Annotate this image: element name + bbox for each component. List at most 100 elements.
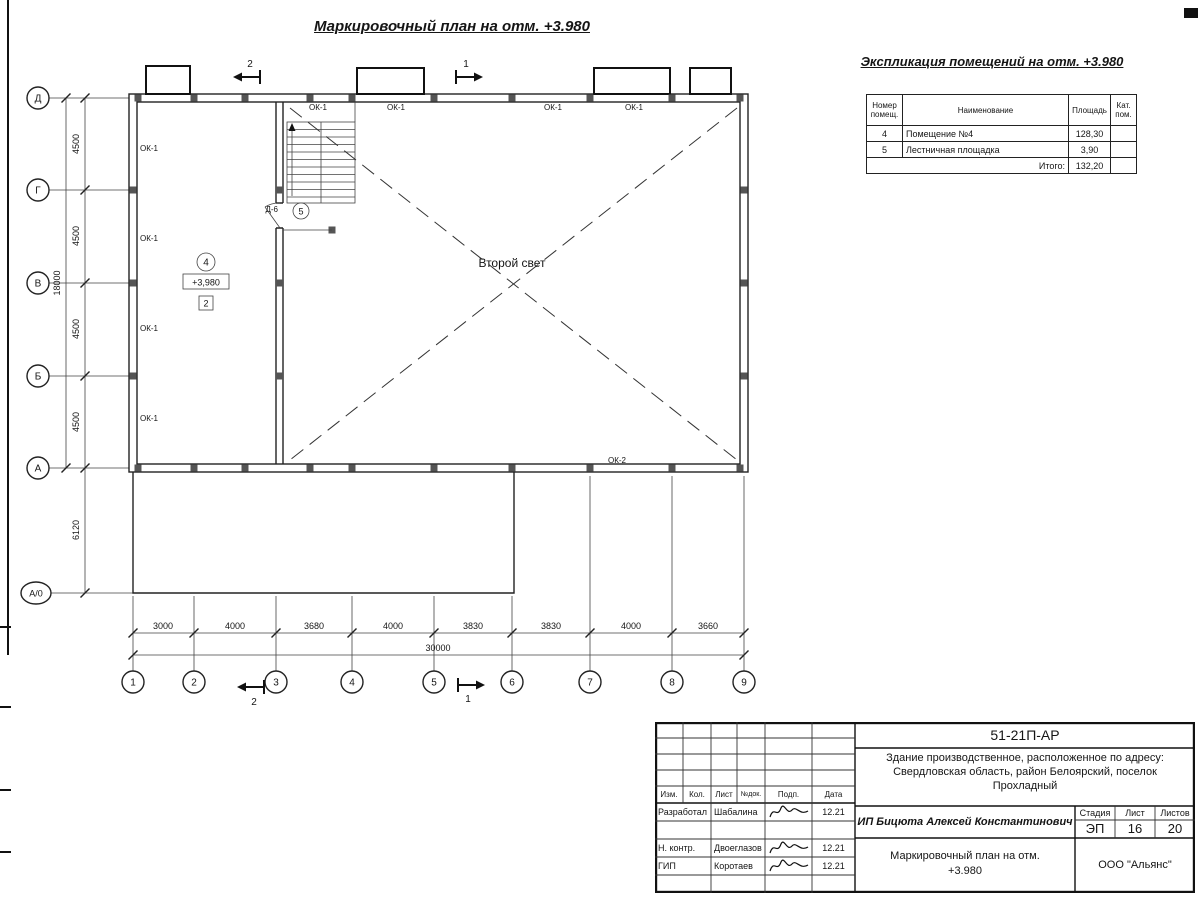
sheets-value: 20 [1167, 821, 1183, 836]
section-1-arrow-bottom [476, 680, 485, 690]
window-mark-ok1: ОК-1 [140, 234, 159, 243]
room-4-number: 4 [203, 258, 209, 269]
section-2-arrow-top [233, 72, 242, 82]
room-schedule-table: Номер помещ. Наименование Площадь Кат. п… [866, 94, 1137, 174]
title-block: 51-21П-АР Здание производственное, распо… [655, 722, 1195, 893]
double-height-void [289, 107, 738, 461]
second-light-label: Второй свет [478, 256, 546, 270]
axis-markers: Д Г В Б А А/0 1 2 3 4 5 6 7 8 9 [20, 86, 756, 694]
dim-left-4: 4500 [71, 412, 81, 432]
schedule-total-row: Итого: 132,20 [866, 157, 1137, 174]
schedule-col-num: Номер помещ. [866, 94, 903, 126]
axis-number-7: 7 [587, 678, 593, 689]
date-developer: 12.21 [822, 807, 845, 817]
drawing-title-line1: Маркировочный план на отм. [890, 850, 1040, 862]
window-mark-ok1: ОК-1 [140, 144, 159, 153]
dim-bottom-7: 4000 [621, 621, 641, 631]
room-number: 5 [866, 141, 903, 158]
schedule-col-name: Наименование [902, 94, 1069, 126]
schedule-col-cat: Кат. пом. [1110, 94, 1137, 126]
axis-letter-b: Б [35, 372, 42, 383]
axis-number-9: 9 [741, 678, 747, 689]
name-norm-control: Двоеглазов [714, 843, 762, 853]
room-number: 4 [866, 125, 903, 142]
col-list: Лист [715, 790, 733, 799]
dim-bottom-3: 3680 [304, 621, 324, 631]
section-2-label-top: 2 [247, 59, 253, 70]
signature-gip [769, 859, 809, 872]
project-description-line1: Здание производственное, расположенное п… [886, 752, 1164, 764]
stair-direction-arrow [288, 123, 296, 131]
section-1-arrow-top [474, 72, 483, 82]
axis-number-1: 1 [130, 678, 136, 689]
sheet-value: 16 [1127, 821, 1143, 836]
signature-developer [769, 805, 809, 818]
axis-number-3: 3 [273, 678, 279, 689]
col-data: Дата [824, 790, 843, 799]
axis-number-6: 6 [509, 678, 515, 689]
dim-left-3: 4500 [71, 319, 81, 339]
date-gip: 12.21 [822, 861, 845, 871]
dim-bottom-4: 4000 [383, 621, 403, 631]
door-d6 [264, 202, 281, 229]
axis-number-2: 2 [191, 678, 197, 689]
name-gip: Коротаев [714, 861, 753, 871]
stage-label: Стадия [1079, 808, 1111, 818]
dimension-labels: 4500 4500 4500 4500 18000 6120 3000 4000… [52, 134, 718, 653]
window-mark-ok2: ОК-2 [608, 456, 627, 465]
room-category [1110, 125, 1137, 142]
name-developer: Шабалина [714, 807, 758, 817]
sheets-label: Листов [1160, 808, 1190, 818]
project-description-line2: Свердловская область, район Белоярский, … [893, 766, 1157, 778]
axis-letter-g: Г [35, 186, 41, 197]
elevation-mark: +3,980 [192, 278, 220, 288]
window-mark-ok1: ОК-1 [387, 103, 406, 112]
axis-letter-d: Д [35, 94, 42, 105]
room-5-number: 5 [298, 207, 303, 217]
role-developer: Разработал [658, 807, 707, 817]
room-name: Помещение №4 [902, 125, 1069, 142]
document-code: 51-21П-АР [990, 727, 1060, 743]
dim-left-2: 4500 [71, 226, 81, 246]
date-norm-control: 12.21 [822, 843, 845, 853]
stairs [283, 102, 356, 231]
window-mark-ok1: ОК-1 [140, 324, 159, 333]
dim-left-1: 4500 [71, 134, 81, 154]
schedule-title: Экспликация помещений на отм. +3.980 [860, 54, 1124, 69]
col-ndok: №док. [740, 791, 762, 798]
axis-letter-v: В [35, 279, 42, 290]
window-mark-ok1: ОК-1 [625, 103, 644, 112]
section-2-label-bottom: 2 [251, 697, 257, 708]
dim-bottom-8: 3660 [698, 621, 718, 631]
dimension-lines [60, 92, 750, 661]
axis-number-8: 8 [669, 678, 675, 689]
role-gip: ГИП [658, 861, 676, 871]
window-mark-ok1: ОК-1 [140, 414, 159, 423]
axis-letter-a0: А/0 [29, 589, 43, 599]
project-description-line3: Прохладный [992, 780, 1058, 792]
dim-left-total: 18000 [52, 270, 62, 295]
zone-mark: 2 [203, 299, 208, 309]
dim-bottom-6: 3830 [541, 621, 561, 631]
room-area: 128,30 [1068, 125, 1111, 142]
schedule-col-area: Площадь [1068, 94, 1111, 126]
schedule-row: 5 Лестничная площадка 3,90 [866, 141, 1137, 158]
company-name: ООО "Альянс" [1098, 859, 1172, 871]
plan-title: Маркировочный план на отм. +3.980 [314, 18, 590, 35]
schedule-total-area: 132,20 [1068, 157, 1111, 174]
sheet-label: Лист [1125, 808, 1145, 818]
sheet-frame-marks [0, 0, 1198, 853]
drawing-title-line2: +3.980 [948, 865, 982, 877]
window-mark-ok1: ОК-1 [309, 103, 328, 112]
col-kol: Кол. [689, 790, 705, 799]
axis-letter-a: А [35, 464, 42, 475]
role-norm-control: Н. контр. [658, 843, 696, 853]
door-mark-label: Д-6 [265, 205, 278, 214]
dim-bottom-2: 4000 [225, 621, 245, 631]
schedule-header-row: Номер помещ. Наименование Площадь Кат. п… [866, 94, 1137, 126]
dim-bottom-1: 3000 [153, 621, 173, 631]
col-izm: Изм. [660, 790, 678, 799]
section-2-arrow-bottom [237, 682, 246, 692]
